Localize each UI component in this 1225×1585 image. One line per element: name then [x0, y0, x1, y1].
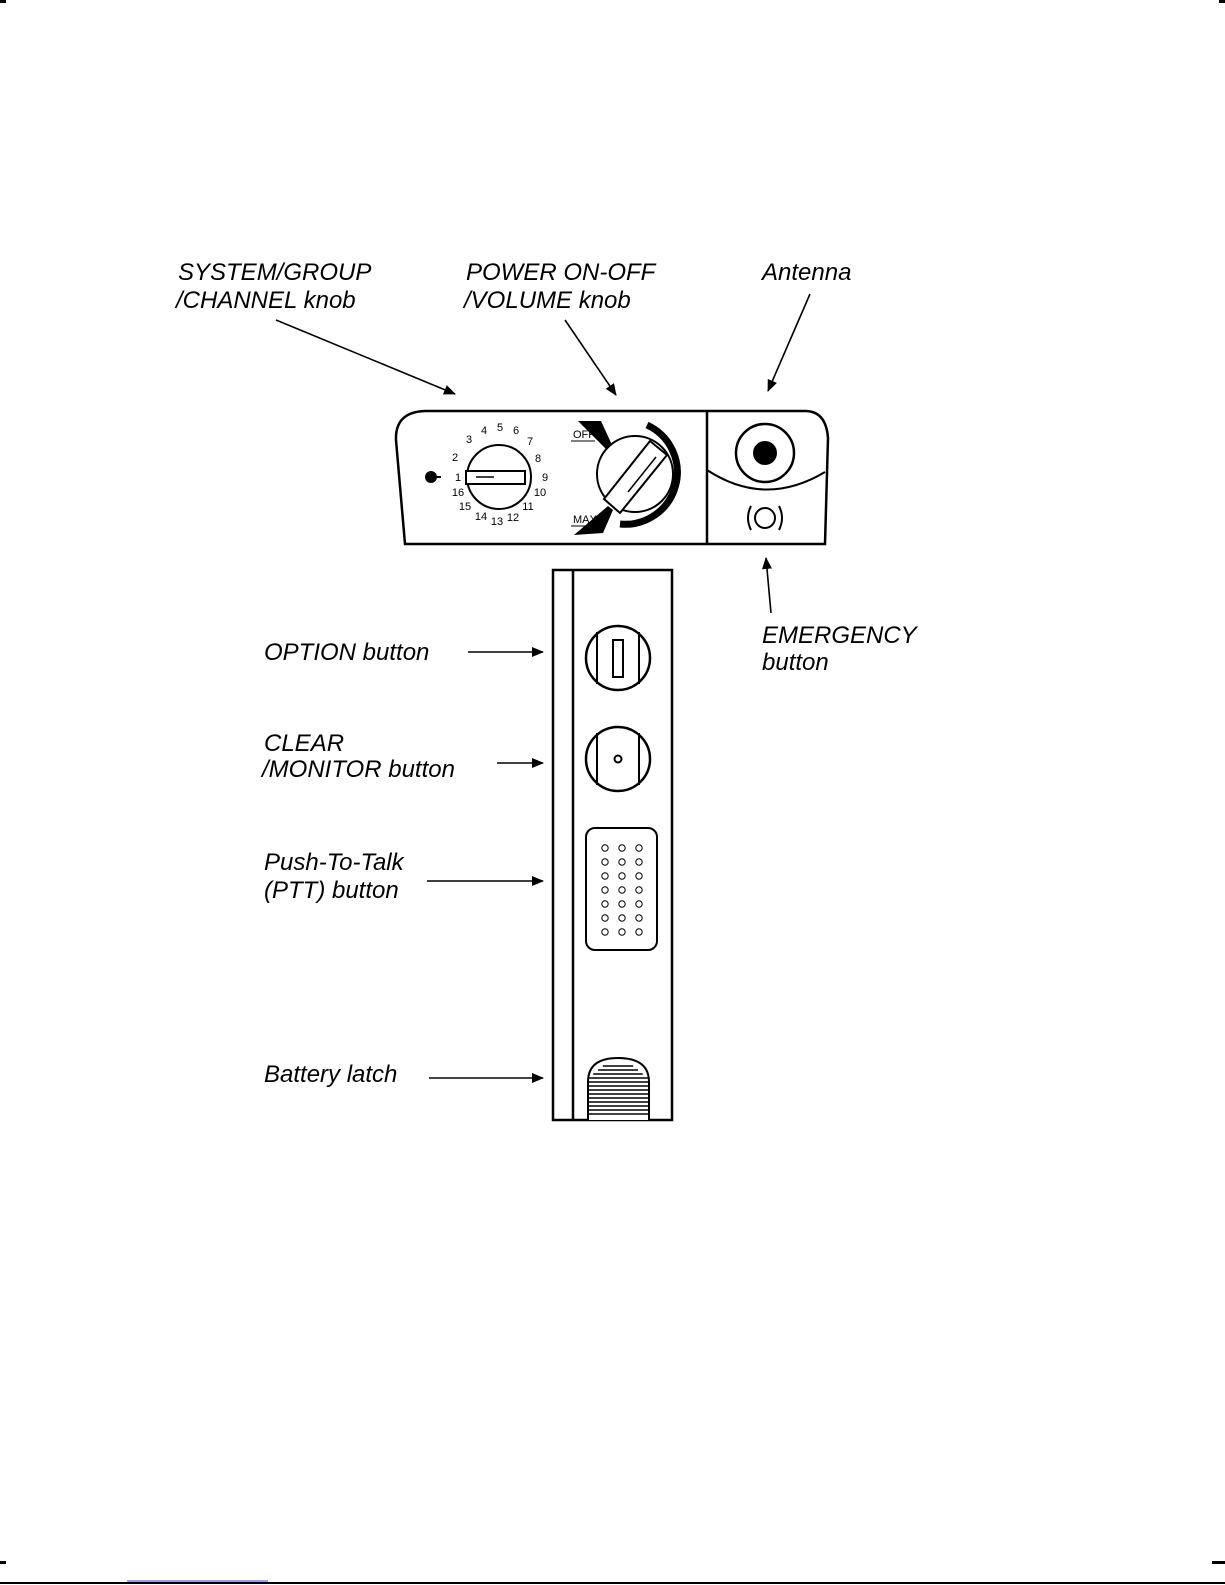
grip-dot [636, 859, 642, 865]
grip-dot [636, 929, 642, 935]
channel-number: 15 [459, 501, 471, 513]
grip-dot [602, 901, 608, 907]
system-group-channel-knob-label-line1: SYSTEM/GROUP [178, 259, 371, 286]
ptt-button-label-line1: Push-To-Talk [264, 849, 406, 876]
channel-number: 7 [527, 436, 533, 448]
grip-dot [619, 859, 625, 865]
grip-dot [602, 873, 608, 879]
ptt-grip-dots [602, 845, 642, 935]
system-group-channel-knob-label-line2: /CHANNEL knob [174, 287, 356, 314]
channel-number: 16 [452, 487, 464, 499]
grip-dot [636, 887, 642, 893]
grip-dot [602, 887, 608, 893]
ptt-button-label-line2: (PTT) button [264, 877, 399, 904]
grip-dot [619, 901, 625, 907]
option-button-label: OPTION button [264, 639, 429, 666]
channel-number: 5 [497, 422, 503, 434]
power-volume-knob[interactable]: OFF MAX [571, 421, 677, 535]
arrow-antenna [768, 294, 810, 391]
antenna [736, 424, 794, 482]
antenna-label: Antenna [760, 259, 851, 286]
channel-number: 8 [535, 453, 541, 465]
grip-dot [619, 873, 625, 879]
battery-latch[interactable] [588, 1058, 649, 1120]
grip-dot [602, 859, 608, 865]
arrow-emergency [766, 558, 771, 613]
channel-number: 2 [452, 452, 458, 464]
grip-dot [636, 873, 642, 879]
ptt-button[interactable] [586, 828, 657, 950]
arrow-channel-knob [276, 320, 455, 394]
channel-number: 4 [481, 425, 487, 437]
grip-dot [619, 929, 625, 935]
clear-monitor-button[interactable] [586, 727, 650, 791]
channel-number: 6 [513, 425, 519, 437]
emergency-button[interactable] [748, 506, 782, 530]
channel-number: 11 [522, 501, 533, 513]
battery-latch-label: Battery latch [264, 1061, 397, 1088]
grip-dot [619, 915, 625, 921]
grip-dot [636, 901, 642, 907]
grip-dot [602, 915, 608, 921]
clear-monitor-button-label-line1: CLEAR [264, 730, 344, 757]
power-volume-knob-label-line2: /VOLUME knob [462, 287, 631, 314]
grip-dot [619, 845, 625, 851]
channel-number: 10 [534, 487, 546, 499]
option-button[interactable] [586, 626, 650, 690]
emergency-button-label-line1: EMERGENCY [762, 622, 919, 649]
clear-monitor-button-label-line2: /MONITOR button [260, 756, 455, 783]
channel-number: 9 [542, 472, 548, 484]
grip-dot [602, 929, 608, 935]
channel-number: 13 [491, 516, 503, 528]
arrow-volume-knob [565, 320, 616, 395]
grip-dot [636, 915, 642, 921]
channel-number: 14 [475, 511, 487, 523]
grip-dot [636, 845, 642, 851]
channel-number: 12 [507, 512, 519, 524]
channel-number: 1 [455, 472, 461, 484]
grip-dot [602, 845, 608, 851]
channel-number: 3 [466, 434, 472, 446]
emergency-button-label-line2: button [762, 649, 829, 676]
power-volume-knob-label-line1: POWER ON-OFF [466, 259, 657, 286]
grip-dot [619, 887, 625, 893]
